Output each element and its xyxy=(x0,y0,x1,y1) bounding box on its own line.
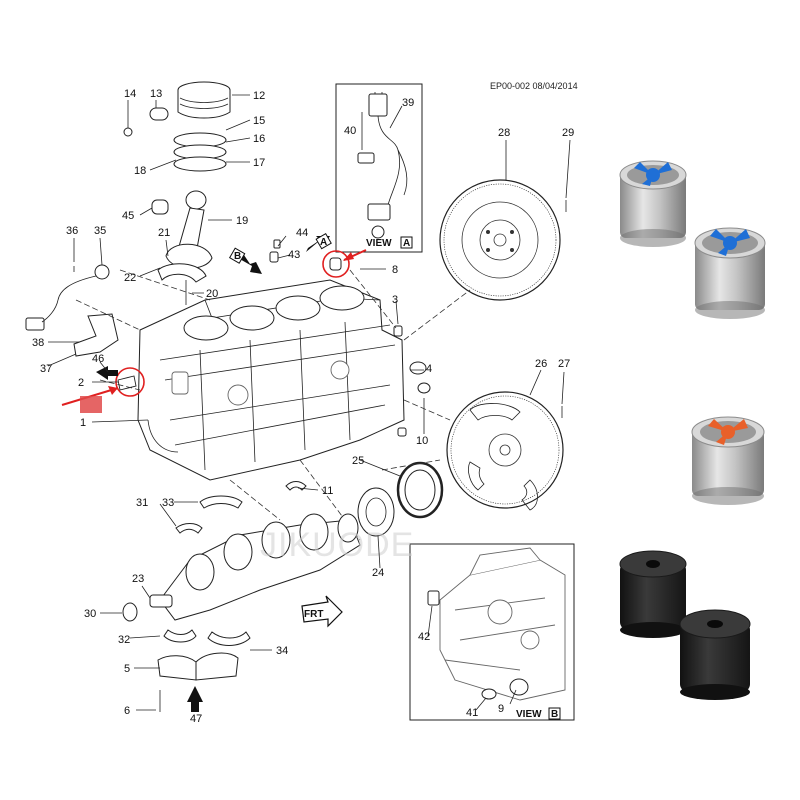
view-b-letter: B xyxy=(551,709,558,720)
callout-34: 34 xyxy=(276,645,288,657)
callout-45: 45 xyxy=(122,210,134,222)
callout-19: 19 xyxy=(236,215,248,227)
callout-11: 11 xyxy=(322,485,333,497)
callout-38: 38 xyxy=(32,337,44,349)
callout-18: 18 xyxy=(134,165,146,177)
callout-36: 36 xyxy=(66,225,78,237)
view-a-box: VIEW A xyxy=(335,83,423,253)
callout-24: 24 xyxy=(372,567,384,579)
callout-46: 46 xyxy=(92,353,104,365)
callout-2: 2 xyxy=(78,377,84,389)
callout-5: 5 xyxy=(124,663,130,675)
callout-21: 21 xyxy=(158,227,170,239)
callout-33: 33 xyxy=(162,497,174,509)
callout-22: 22 xyxy=(124,272,136,284)
callout-32: 32 xyxy=(118,634,130,646)
callout-8: 8 xyxy=(392,264,398,276)
callout-3: 3 xyxy=(392,294,398,306)
callout-23: 23 xyxy=(132,573,144,585)
view-b-label: VIEW xyxy=(516,709,542,720)
flywheel-lower xyxy=(446,391,564,511)
callout-44: 44 xyxy=(296,227,308,239)
photo-steel-plug-blue-2 xyxy=(694,227,766,319)
callout-30: 30 xyxy=(84,608,96,620)
arrow-47-icon xyxy=(187,686,203,712)
callout-12: 12 xyxy=(253,90,265,102)
callout-28: 28 xyxy=(498,127,510,139)
svg-text:A: A xyxy=(320,237,327,248)
callout-20: 20 xyxy=(206,288,218,300)
arrow-b-marker: B xyxy=(228,247,262,274)
photo-rubber-plug-1 xyxy=(619,550,687,638)
sensor-connector-icon xyxy=(368,93,388,117)
callout-31: 31 xyxy=(136,497,148,509)
watermark: JIKUODE xyxy=(260,526,414,564)
callout-10: 10 xyxy=(416,435,428,447)
callout-40: 40 xyxy=(344,125,356,137)
view-a-letter: A xyxy=(403,238,410,249)
crankshaft xyxy=(122,513,361,622)
highlight-marker xyxy=(80,396,102,413)
view-b-box: VIEW B xyxy=(409,543,575,721)
photo-steel-plug-blue-1 xyxy=(619,160,687,247)
document-code: EP00-002 08/04/2014 xyxy=(490,81,578,91)
main-bearing-caps xyxy=(157,652,239,681)
callout-41: 41 xyxy=(466,707,478,719)
front-arrow-marker: FRT xyxy=(301,595,343,628)
callout-9: 9 xyxy=(498,703,504,715)
callout-15: 15 xyxy=(253,115,265,127)
connecting-rod xyxy=(151,190,213,305)
callout-6: 6 xyxy=(124,705,130,717)
photo-steel-plug-orange xyxy=(691,416,765,505)
callout-16: 16 xyxy=(253,133,265,145)
arrow-a-marker: A xyxy=(306,232,332,252)
callout-47: 47 xyxy=(190,713,202,725)
svg-text:B: B xyxy=(234,251,241,262)
callout-43: 43 xyxy=(288,249,300,261)
callout-39: 39 xyxy=(402,97,414,109)
callout-37: 37 xyxy=(40,363,52,375)
sensor-bracket xyxy=(73,313,119,357)
callout-26: 26 xyxy=(535,358,547,370)
callout-labels: 14 13 12 15 16 17 18 45 19 21 22 20 36 3… xyxy=(32,88,574,725)
engine-block xyxy=(137,279,405,481)
callout-17: 17 xyxy=(253,157,265,169)
callout-42: 42 xyxy=(418,631,430,643)
callout-14: 14 xyxy=(124,88,136,100)
piston-assembly xyxy=(123,81,231,172)
view-a-label: VIEW xyxy=(366,238,392,249)
rear-seal xyxy=(357,461,444,537)
callout-35: 35 xyxy=(94,225,106,237)
callout-13: 13 xyxy=(150,88,162,100)
callout-29: 29 xyxy=(562,127,574,139)
highlight-circle-8 xyxy=(322,250,350,278)
leader-lines xyxy=(47,94,571,711)
callout-1: 1 xyxy=(80,417,86,429)
svg-text:FRT: FRT xyxy=(304,609,323,620)
callout-27: 27 xyxy=(558,358,570,370)
flywheel-upper xyxy=(439,179,561,301)
photo-rubber-plug-2 xyxy=(679,609,751,700)
callout-4: 4 xyxy=(426,363,432,375)
callout-25: 25 xyxy=(352,455,364,467)
